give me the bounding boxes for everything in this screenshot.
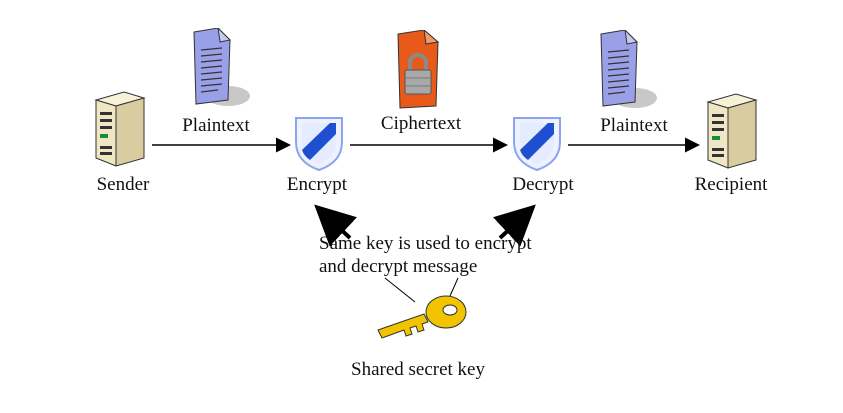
plaintext-document-icon [597, 28, 661, 115]
recipient-server-icon [700, 90, 760, 177]
line-note-to-key-left [384, 277, 416, 303]
plaintext-left-label: Plaintext [182, 115, 250, 136]
arrow-note-to-decrypt [492, 204, 536, 247]
arrow-note-to-encrypt [314, 204, 358, 247]
ciphertext-lock-icon [394, 28, 444, 115]
note-line-2: and decrypt message [319, 256, 478, 277]
sender-label: Sender [96, 174, 150, 195]
note-line-1: Same key is used to encrypt [319, 233, 532, 254]
line-note-to-key-right [449, 277, 459, 297]
encrypt-label: Encrypt [286, 174, 348, 195]
key-icon [372, 290, 472, 355]
plaintext-right-label: Plaintext [600, 115, 668, 136]
decrypt-label: Decrypt [512, 174, 574, 195]
shared-key-label: Shared secret key [351, 359, 485, 380]
plaintext-document-icon [190, 26, 254, 113]
recipient-label: Recipient [694, 174, 768, 195]
encrypt-shield-icon [292, 112, 346, 179]
ciphertext-label: Ciphertext [380, 113, 462, 134]
sender-server-icon [88, 88, 148, 175]
decrypt-shield-icon [510, 112, 564, 179]
